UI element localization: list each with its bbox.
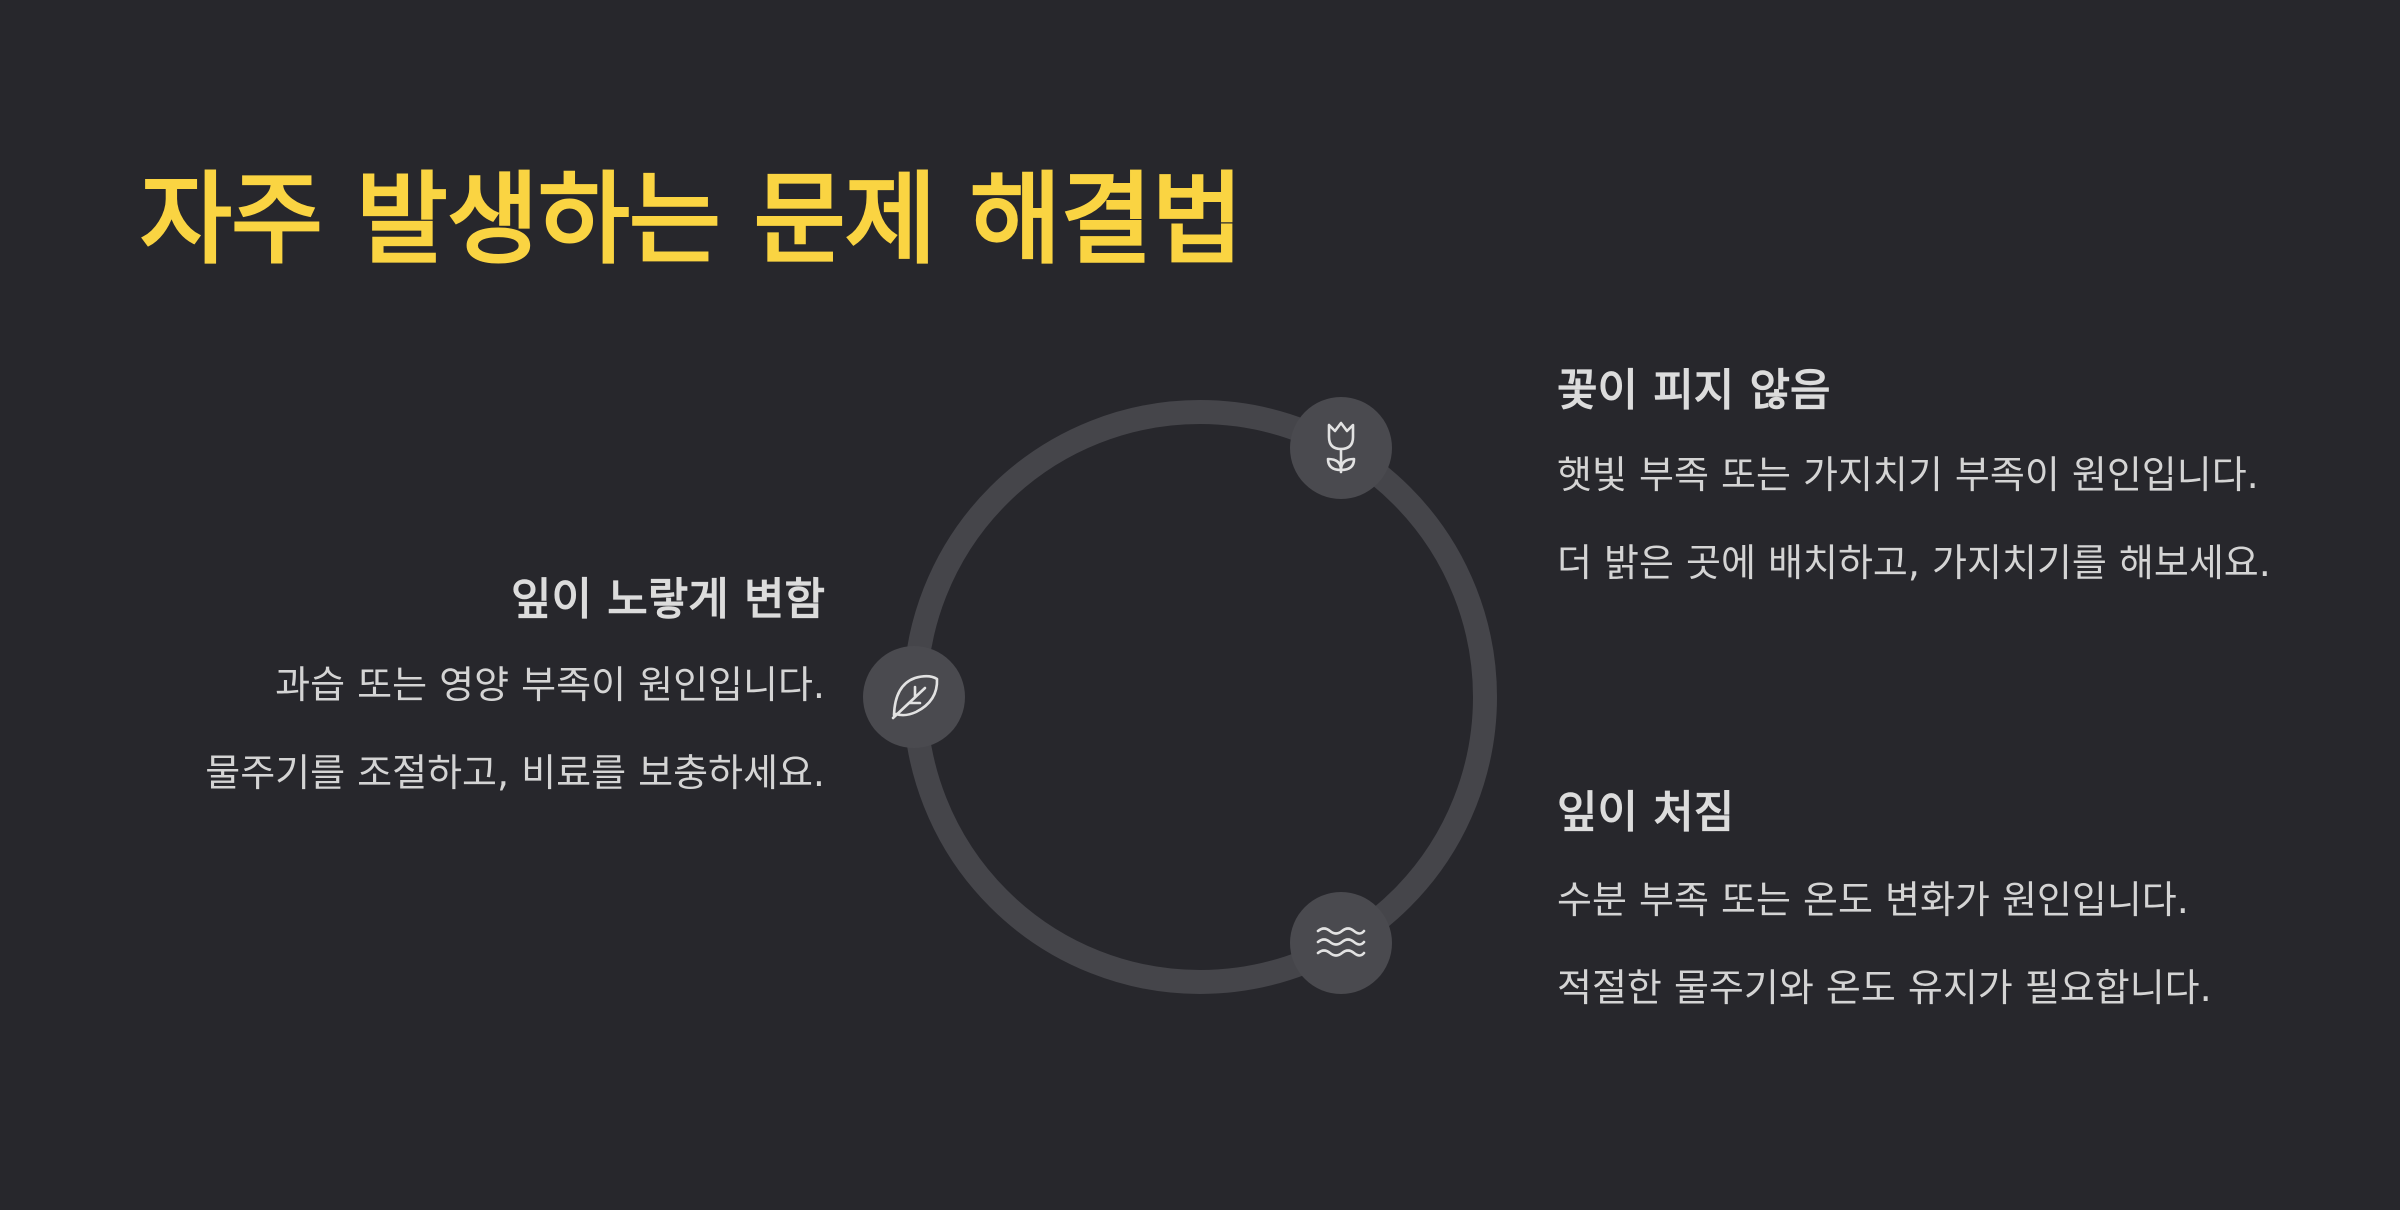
item-cause: 수분 부족 또는 온도 변화가 원인입니다. [1557, 878, 2189, 922]
item-solution: 적절한 물주기와 온도 유지가 필요합니다. [1557, 966, 2212, 1010]
item-drooping-leaves: 잎이 처짐 수분 부족 또는 온도 변화가 원인입니다. 적절한 물주기와 온도… [1557, 786, 2277, 1048]
item-heading: 잎이 노랗게 변함 [511, 574, 825, 625]
node-drooping-leaves [1290, 892, 1392, 994]
water-waves-icon [1316, 927, 1366, 957]
node-circle [1290, 397, 1392, 499]
item-heading: 꽃이 피지 않음 [1557, 365, 1831, 416]
item-cause: 햇빛 부족 또는 가지치기 부족이 원인입니다. [1557, 453, 2259, 497]
item-no-flowers: 꽃이 피지 않음 햇빛 부족 또는 가지치기 부족이 원인입니다. 더 밝은 곳… [1557, 364, 2277, 618]
node-circle [1290, 892, 1392, 994]
item-solution: 더 밝은 곳에 배치하고, 가지치기를 해보세요. [1557, 541, 2271, 585]
node-no-flowers [1290, 397, 1392, 499]
page-title: 자주 발생하는 문제 해결법 [140, 161, 1243, 278]
item-heading: 잎이 처짐 [1557, 787, 1735, 838]
item-cause: 과습 또는 영양 부족이 원인입니다. [275, 663, 825, 707]
cycle-ring [903, 400, 1497, 994]
tulip-icon [1326, 421, 1356, 474]
item-yellow-leaves: 잎이 노랗게 변함 과습 또는 영양 부족이 원인입니다. 물주기를 조절하고,… [140, 573, 825, 833]
node-yellow-leaves [863, 646, 965, 748]
item-solution: 물주기를 조절하고, 비료를 보충하세요. [205, 751, 825, 795]
node-circle [863, 646, 965, 748]
leaf-icon [891, 674, 939, 720]
